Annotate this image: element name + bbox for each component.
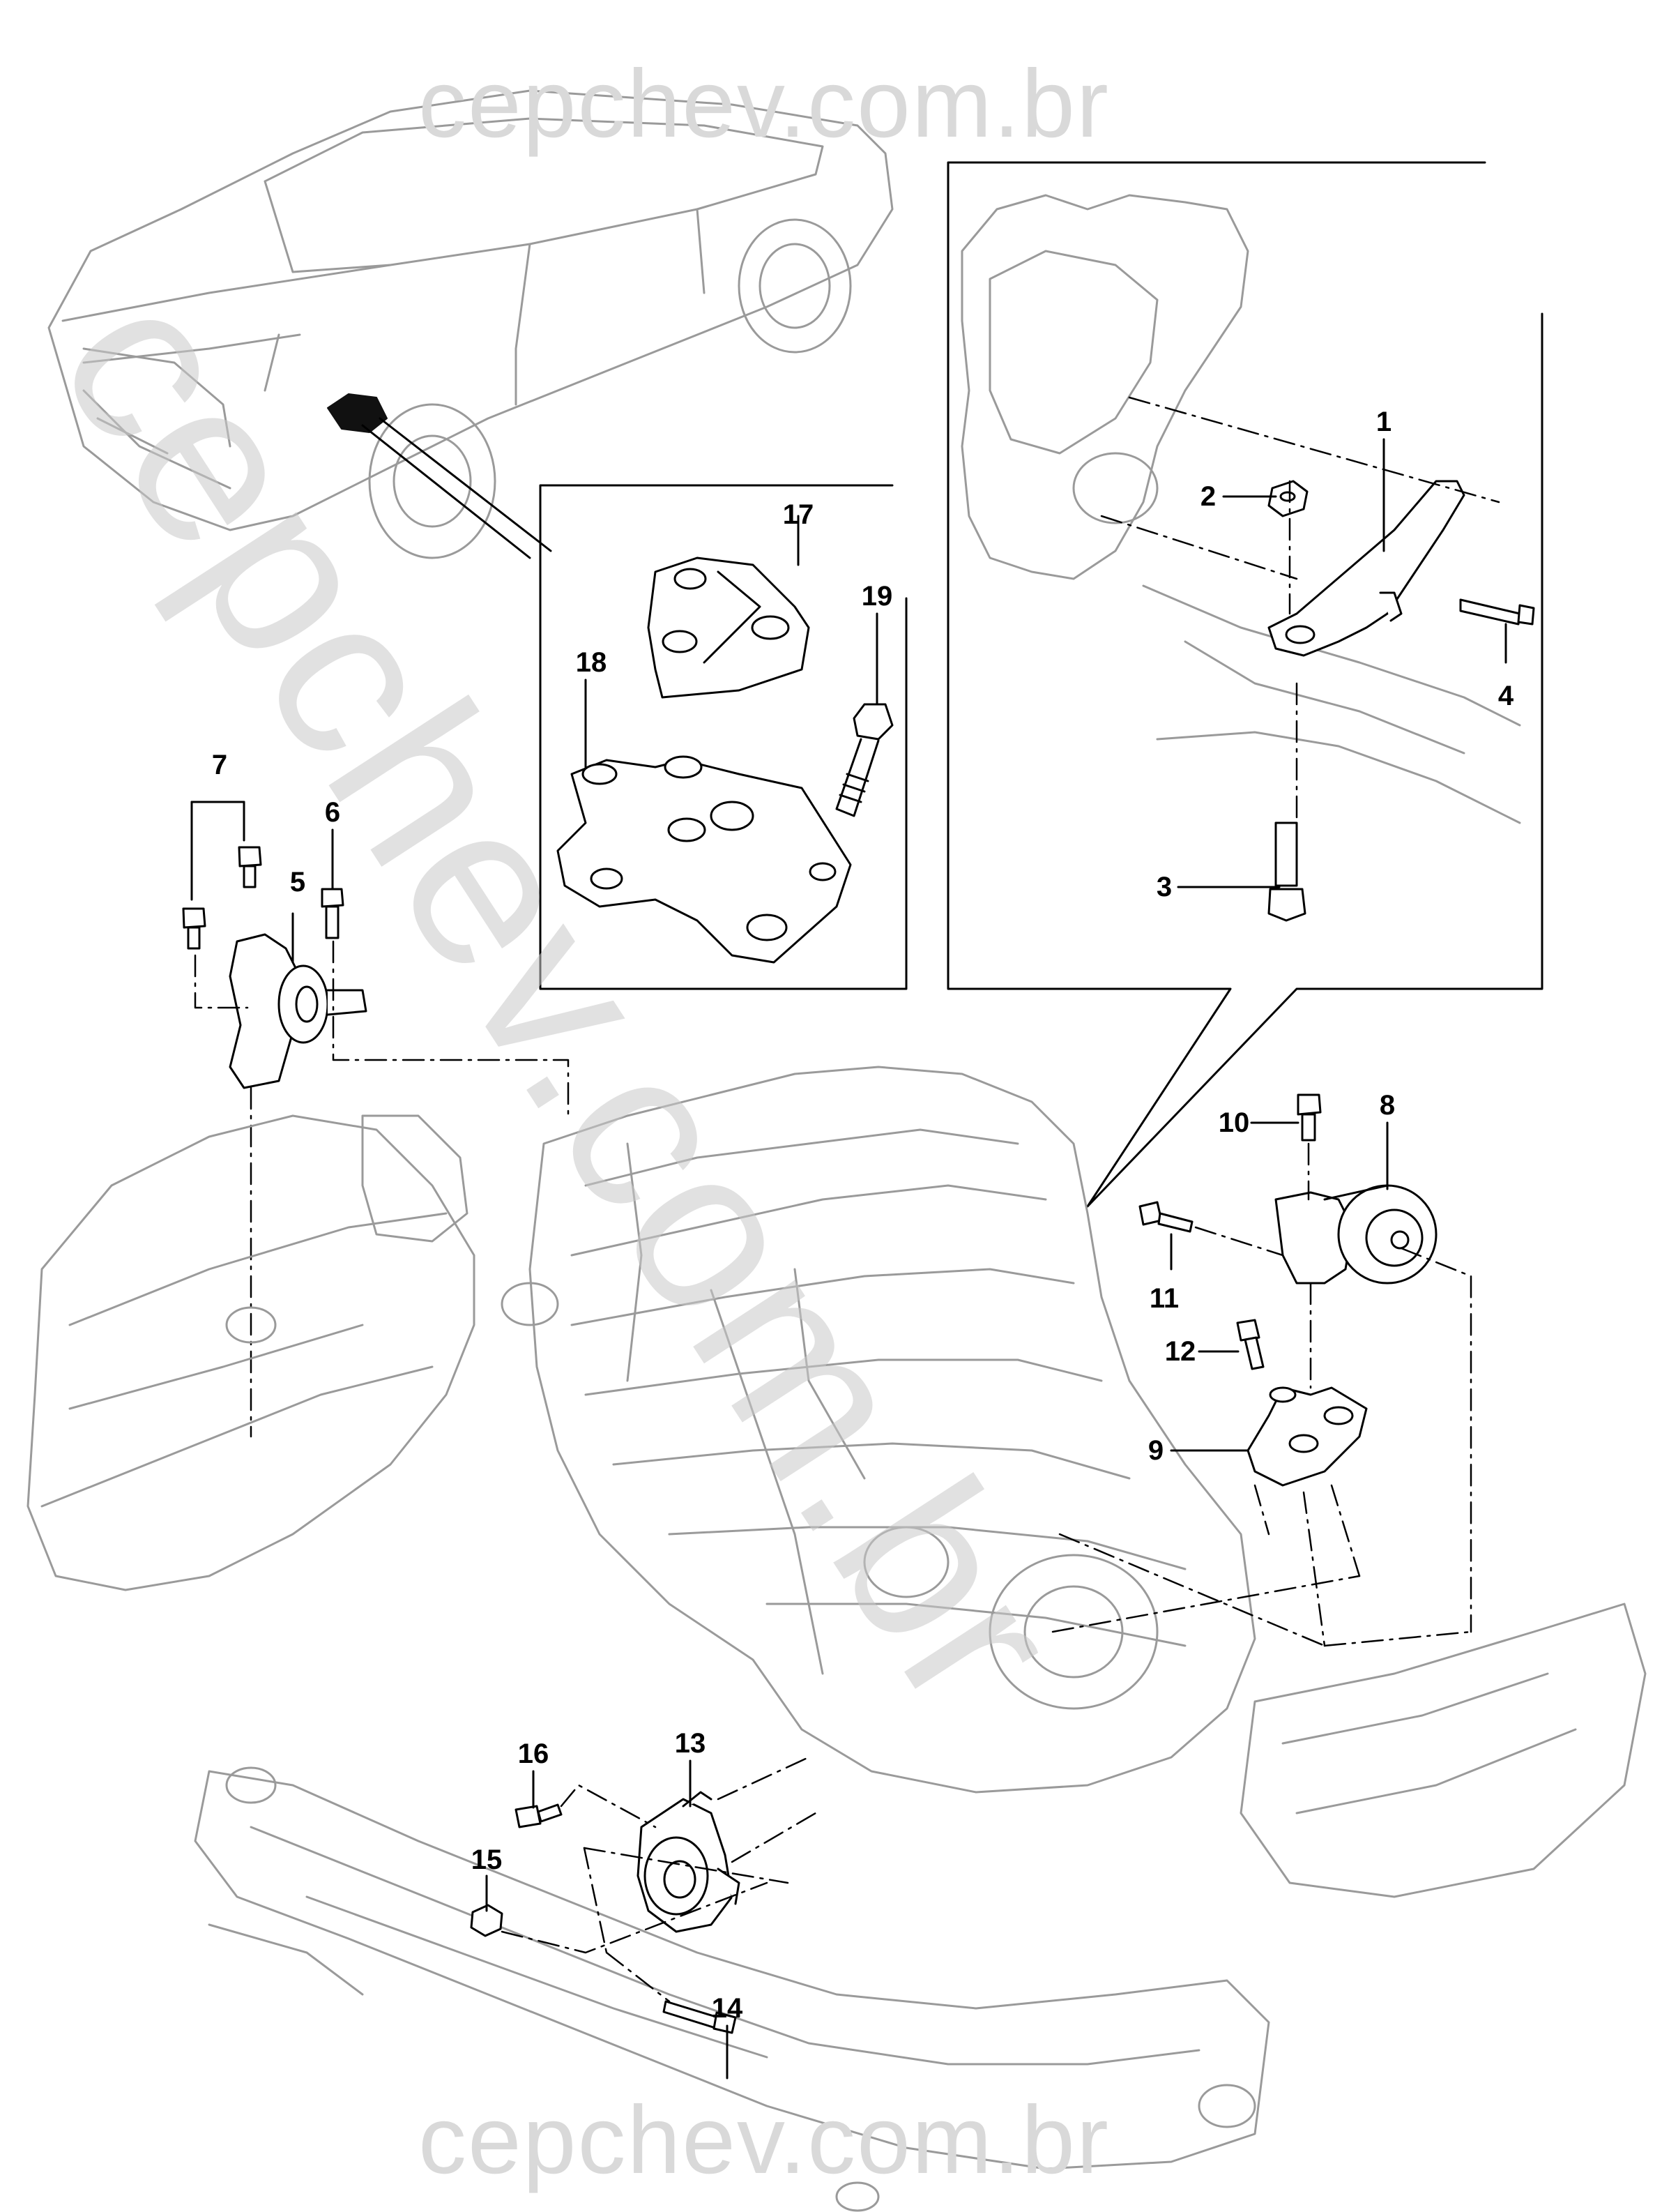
part-19-bolt: [835, 703, 894, 817]
part-6-bolt: [321, 888, 344, 939]
car-illustration: [47, 89, 894, 559]
callout-4: 4: [1497, 681, 1514, 711]
callout-13: 13: [674, 1728, 706, 1759]
part-8-mount: [1274, 1184, 1438, 1285]
callout-5: 5: [289, 867, 306, 897]
part-15-nut: [470, 1904, 503, 1937]
callout-10: 10: [1218, 1107, 1250, 1138]
part-14-bolt: [662, 2000, 737, 2034]
part-5-mount: [229, 933, 367, 1089]
callout-7: 7: [211, 750, 228, 780]
part-2-nut: [1267, 480, 1309, 517]
mount-location-marker: [327, 393, 388, 433]
part-16-bolt: [514, 1803, 563, 1828]
callout-19: 19: [861, 581, 893, 612]
engine-block: [501, 1066, 1256, 1794]
watermark-top: cepchev.com.br: [418, 50, 1110, 158]
watermark-bottom: cepchev.com.br: [418, 2086, 1110, 2194]
right-frame-rail: [1240, 1603, 1647, 1898]
callout-2: 2: [1200, 481, 1217, 512]
left-body-structure: [26, 1114, 475, 1591]
callout-14: 14: [711, 1993, 743, 2024]
callout-8: 8: [1379, 1090, 1396, 1121]
callout-9: 9: [1148, 1435, 1164, 1466]
part-9-bracket: [1246, 1386, 1368, 1487]
part-17-bracket: [647, 556, 810, 699]
part-11-bolt: [1138, 1201, 1194, 1233]
front-subframe: [194, 1766, 1270, 2212]
callout-18: 18: [575, 647, 607, 678]
inset-box-front: [539, 484, 908, 990]
callout-17: 17: [782, 499, 814, 530]
part-10-bolt: [1297, 1093, 1322, 1142]
callout-16: 16: [517, 1738, 549, 1769]
callout-15: 15: [471, 1844, 503, 1875]
callout-12: 12: [1164, 1336, 1196, 1367]
part-12-bolt: [1236, 1319, 1265, 1370]
transmission-housing: [961, 194, 1521, 824]
part-4-bolt: [1459, 598, 1535, 626]
part-18-bracket: [556, 755, 852, 964]
callout-6: 6: [324, 797, 341, 828]
part-7-bolts: [182, 846, 262, 950]
part-1-support-arm: [1267, 480, 1465, 657]
part-3-bolt: [1267, 821, 1306, 922]
part-13-mount: [636, 1791, 740, 1933]
callout-1: 1: [1375, 407, 1392, 437]
inset-box-rear: [947, 161, 1543, 1208]
callout-3: 3: [1156, 872, 1173, 902]
callout-leaders: [291, 438, 1507, 2080]
callout-11: 11: [1149, 1283, 1180, 1314]
